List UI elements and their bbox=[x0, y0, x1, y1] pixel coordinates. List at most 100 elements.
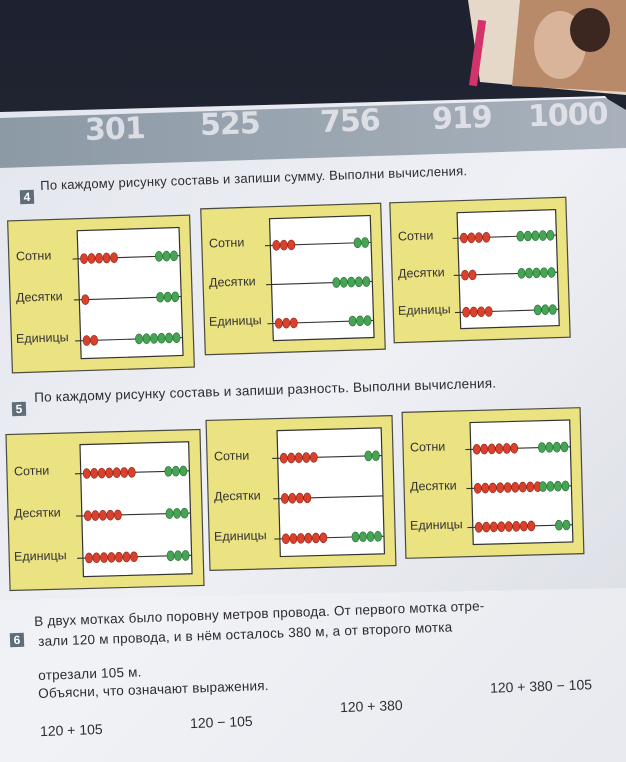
bead-red bbox=[467, 232, 476, 244]
bead-green bbox=[539, 481, 547, 492]
bead-red bbox=[279, 239, 288, 251]
bead-red bbox=[82, 335, 91, 346]
bead-green bbox=[540, 267, 548, 278]
task6-area bbox=[0, 588, 626, 762]
bead-red bbox=[81, 294, 90, 305]
bead-red bbox=[303, 492, 312, 504]
other-book-edge bbox=[469, 19, 487, 87]
task5-3-abacus bbox=[401, 407, 585, 559]
bead-green bbox=[155, 251, 163, 262]
bead-red bbox=[497, 521, 506, 533]
banner-number: 301 bbox=[84, 110, 146, 149]
abacus-label: Единицы bbox=[208, 313, 262, 329]
bead-green bbox=[179, 465, 188, 477]
bead-green bbox=[156, 291, 165, 303]
abacus-label: Десятки bbox=[15, 289, 63, 305]
bead-red bbox=[503, 482, 512, 493]
task4-2-abacus bbox=[200, 202, 386, 356]
bead-green bbox=[181, 550, 190, 561]
abacus-label: Единицы bbox=[13, 547, 67, 564]
bead-green bbox=[553, 441, 561, 453]
bead-green bbox=[173, 508, 181, 519]
bead-red bbox=[289, 533, 298, 544]
bead-red bbox=[82, 468, 91, 479]
banner-number: 1000 bbox=[527, 96, 609, 135]
bead-green bbox=[347, 276, 356, 288]
bead-red bbox=[468, 269, 477, 281]
bead-green bbox=[546, 229, 555, 241]
bead-red bbox=[319, 532, 328, 544]
bead-red bbox=[495, 443, 504, 454]
bead-red bbox=[474, 522, 483, 533]
task6-number: 6 bbox=[9, 632, 25, 648]
bead-red bbox=[496, 482, 505, 493]
bead-green bbox=[171, 291, 180, 303]
abacus-label: Единицы bbox=[397, 301, 451, 318]
bead-red bbox=[472, 443, 481, 455]
bead-green bbox=[562, 519, 571, 531]
bead-green bbox=[157, 332, 166, 344]
abacus-label: Сотни bbox=[15, 248, 52, 264]
bead-green bbox=[165, 332, 173, 344]
bead-red bbox=[282, 317, 291, 329]
bead-red bbox=[526, 481, 535, 493]
bead-red bbox=[272, 240, 281, 251]
bead-green bbox=[525, 267, 533, 279]
bead-green bbox=[332, 277, 341, 288]
abacus-label: Сотни bbox=[208, 235, 245, 251]
bead-red bbox=[469, 306, 478, 318]
bead-red bbox=[482, 521, 491, 533]
bead-green bbox=[516, 230, 525, 242]
bead-red bbox=[280, 493, 289, 504]
bead-red bbox=[487, 443, 496, 455]
banner-number: 756 bbox=[319, 102, 381, 141]
banner-strip bbox=[0, 98, 626, 168]
task4-number: 4 bbox=[19, 189, 35, 205]
bead-green bbox=[538, 230, 547, 241]
bead-red bbox=[461, 269, 469, 281]
bead-red bbox=[295, 492, 304, 504]
bead-green bbox=[366, 531, 375, 542]
bead-red bbox=[309, 452, 318, 463]
bead-green bbox=[163, 291, 172, 303]
bead-red bbox=[281, 533, 290, 545]
bead-red bbox=[98, 510, 107, 521]
bead-red bbox=[95, 252, 103, 264]
bead-green bbox=[351, 531, 360, 543]
bead-green bbox=[546, 481, 555, 492]
bead-green bbox=[150, 333, 158, 344]
task5-2-abacus bbox=[205, 414, 397, 572]
bead-red bbox=[120, 467, 129, 478]
bead-green bbox=[348, 315, 357, 327]
bead-red bbox=[85, 552, 93, 564]
abacus-label: Десятки bbox=[213, 488, 261, 504]
bead-green bbox=[555, 519, 563, 531]
bead-green bbox=[548, 304, 557, 315]
bead-green bbox=[523, 230, 532, 242]
task5-1-abacus bbox=[5, 428, 205, 592]
bead-red bbox=[527, 520, 536, 532]
bead-red bbox=[473, 482, 482, 494]
abacus-label: Десятки bbox=[208, 274, 256, 290]
bead-green bbox=[356, 315, 364, 327]
bead-green bbox=[174, 550, 182, 561]
bead-red bbox=[80, 253, 88, 264]
abacus-label: Единицы bbox=[15, 330, 69, 346]
bead-red bbox=[519, 520, 528, 532]
bead-red bbox=[504, 521, 513, 532]
bead-red bbox=[110, 252, 118, 264]
expression-3: 120 + 380 bbox=[339, 696, 403, 716]
bead-red bbox=[90, 335, 99, 346]
child-hair bbox=[570, 8, 610, 52]
bead-green bbox=[166, 550, 175, 562]
bead-green bbox=[362, 276, 371, 287]
task4-3-abacus bbox=[389, 196, 571, 344]
bead-red bbox=[459, 232, 468, 244]
bead-green bbox=[353, 237, 362, 249]
bead-green bbox=[359, 531, 367, 543]
bead-red bbox=[296, 533, 305, 544]
bead-red bbox=[484, 306, 493, 317]
bead-red bbox=[122, 551, 131, 563]
bead-green bbox=[541, 304, 550, 316]
